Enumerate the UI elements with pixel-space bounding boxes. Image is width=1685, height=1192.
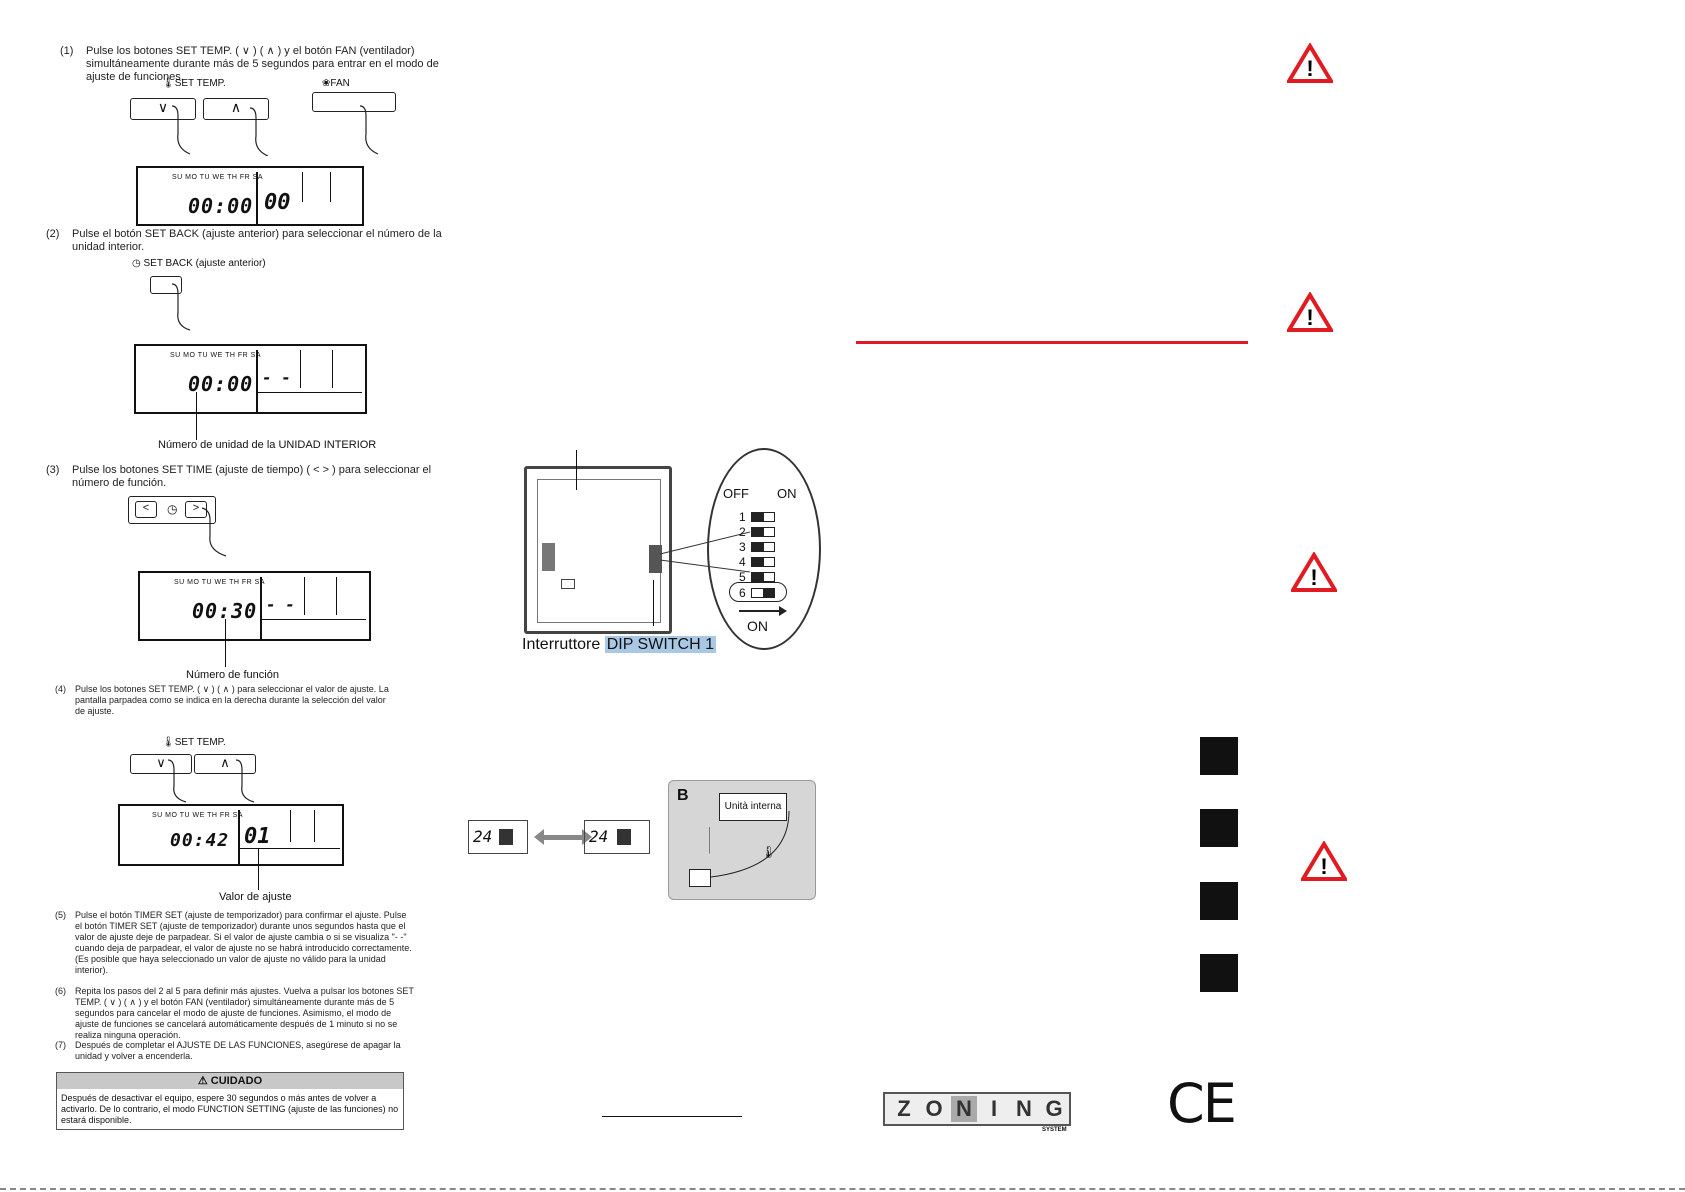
caution-header: ⚠ CUIDADO <box>57 1073 403 1089</box>
zoning-system-label: SYSTEM <box>1042 1127 1067 1133</box>
lcd-days: SU MO TU WE TH FR SA <box>172 174 264 181</box>
thermometer-icon: 🌡 <box>761 845 777 859</box>
arrow-right-icon <box>739 610 785 612</box>
dip-switch-3: 3 <box>739 540 746 554</box>
set-temp-down-button-2[interactable]: ∨ <box>130 754 192 774</box>
zoning-logo: Z O N I N G <box>883 1092 1071 1126</box>
svg-text:!: ! <box>1310 565 1317 590</box>
dip-device-outline <box>524 466 672 634</box>
lcd-display-4: SU MO TU WE TH FR SA 00:42 01 <box>118 804 344 866</box>
black-square-1 <box>1200 737 1238 775</box>
set-temp-up-button-2[interactable]: ∧ <box>194 754 256 774</box>
dip-on-arrow-label: ON <box>747 618 768 634</box>
svg-text:!: ! <box>1320 854 1327 879</box>
fan-button[interactable] <box>312 92 396 112</box>
lcd-value: - - <box>266 595 295 614</box>
hand-icons-4 <box>167 759 255 803</box>
hand-icon-3 <box>201 507 227 557</box>
lcd-value: - - <box>262 368 291 387</box>
lcd-value: 01 <box>244 824 271 849</box>
callout-line <box>225 619 226 667</box>
black-square-3 <box>1200 882 1238 920</box>
dip-block-right <box>649 545 662 573</box>
dip-caption: Interruttore DIP SWITCH 1 <box>522 636 716 653</box>
dip-switch-4: 4 <box>739 555 746 569</box>
lcd-days: SU MO TU WE TH FR SA <box>174 579 266 586</box>
connector-lines <box>660 531 750 573</box>
black-square-2 <box>1200 809 1238 847</box>
hand-icon-2 <box>171 283 191 331</box>
double-arrow-icon <box>540 835 584 840</box>
caution-text: Después de desactivar el equipo, espere … <box>61 1093 399 1125</box>
underline-rule <box>602 1116 742 1117</box>
mini-lcd-a: 24 <box>468 820 528 854</box>
fan-label: ❀FAN <box>322 78 350 89</box>
lcd-display-2: SU MO TU WE TH FR SA 00:00 - - <box>134 344 367 414</box>
caption-function-number: Número de función <box>186 669 279 681</box>
warning-icon: ⚠ <box>197 1075 208 1087</box>
warning-icon-4: ! <box>1301 841 1347 881</box>
set-temp-label: 🌡SET TEMP. <box>162 78 226 89</box>
lcd-display-1: SU MO TU WE TH FR SA 00:00 00 <box>136 166 364 226</box>
indoor-unit-box: Unità interna <box>719 793 787 821</box>
warning-icon-3: ! <box>1291 552 1337 592</box>
hand-icons-1 <box>171 105 379 156</box>
red-rule <box>856 341 1248 344</box>
dip-off-label: OFF <box>723 486 749 501</box>
fan-icon: ❀ <box>322 78 331 89</box>
mini-lcd-b: 24 <box>584 820 650 854</box>
pointer-line-top <box>576 450 577 490</box>
dip-switch-2: 2 <box>739 525 746 539</box>
lcd-days: SU MO TU WE TH FR SA <box>152 812 244 819</box>
callout-line <box>258 848 259 890</box>
page-bottom-edge <box>0 1188 1685 1190</box>
set-temp-label-2: 🌡SET TEMP. <box>162 737 226 748</box>
thermometer-icon: 🌡 <box>162 78 175 89</box>
curve-arrow <box>709 810 790 878</box>
black-square-4 <box>1200 954 1238 992</box>
caution-box: ⚠ CUIDADO Después de desactivar el equip… <box>56 1072 404 1130</box>
svg-text:!: ! <box>1306 305 1313 330</box>
warning-icon-2: ! <box>1287 292 1333 332</box>
caption-setting-value: Valor de ajuste <box>219 891 292 903</box>
lcd-time: 00:42 <box>170 830 230 851</box>
dip-switch-1: 1 <box>739 510 746 524</box>
clock-icon: ◷ <box>167 502 178 516</box>
caption-unit-number: Número de unidad de la UNIDAD INTERIOR <box>158 439 377 451</box>
ce-mark: CE <box>1167 1072 1237 1135</box>
set-back-button[interactable] <box>150 276 182 294</box>
dip-caption-highlight: DIP SWITCH 1 <box>604 636 716 653</box>
dip-on-label: ON <box>777 486 797 501</box>
clock-icon: ◷ <box>132 258 141 269</box>
set-temp-down-button[interactable]: ∨ <box>130 98 196 120</box>
warning-icon-1: ! <box>1287 43 1333 83</box>
panel-b: B Unità interna 🌡 <box>668 780 816 900</box>
panel-b-letter: B <box>677 787 689 804</box>
pointer-line-bottom <box>653 580 654 626</box>
lcd-display-3: SU MO TU WE TH FR SA 00:30 - - <box>138 571 371 641</box>
set-time-button-group: < ◷ > <box>128 496 216 524</box>
lcd-days: SU MO TU WE TH FR SA <box>170 352 262 359</box>
lcd-time: 00:30 <box>192 599 258 623</box>
lcd-value: 00 <box>264 190 291 215</box>
callout-line <box>196 392 197 440</box>
lcd-time: 00:00 <box>188 372 254 396</box>
dip-switch-6-highlight <box>729 582 787 602</box>
dip-switch-6: 6 <box>739 586 746 600</box>
remote-icon <box>689 869 711 887</box>
set-back-label: ◷ SET BACK (ajuste anterior) <box>132 258 266 269</box>
svg-text:!: ! <box>1306 56 1313 81</box>
dip-switch-5: 5 <box>739 570 746 584</box>
dip-zoom-oval: OFF ON 1 2 3 4 5 6 ON <box>707 448 821 650</box>
thermometer-icon: 🌡 <box>162 737 175 748</box>
set-temp-up-button[interactable]: ∧ <box>203 98 269 120</box>
lcd-time: 00:00 <box>188 194 254 218</box>
time-left-button[interactable]: < <box>135 501 157 518</box>
dip-block-left <box>542 543 555 571</box>
